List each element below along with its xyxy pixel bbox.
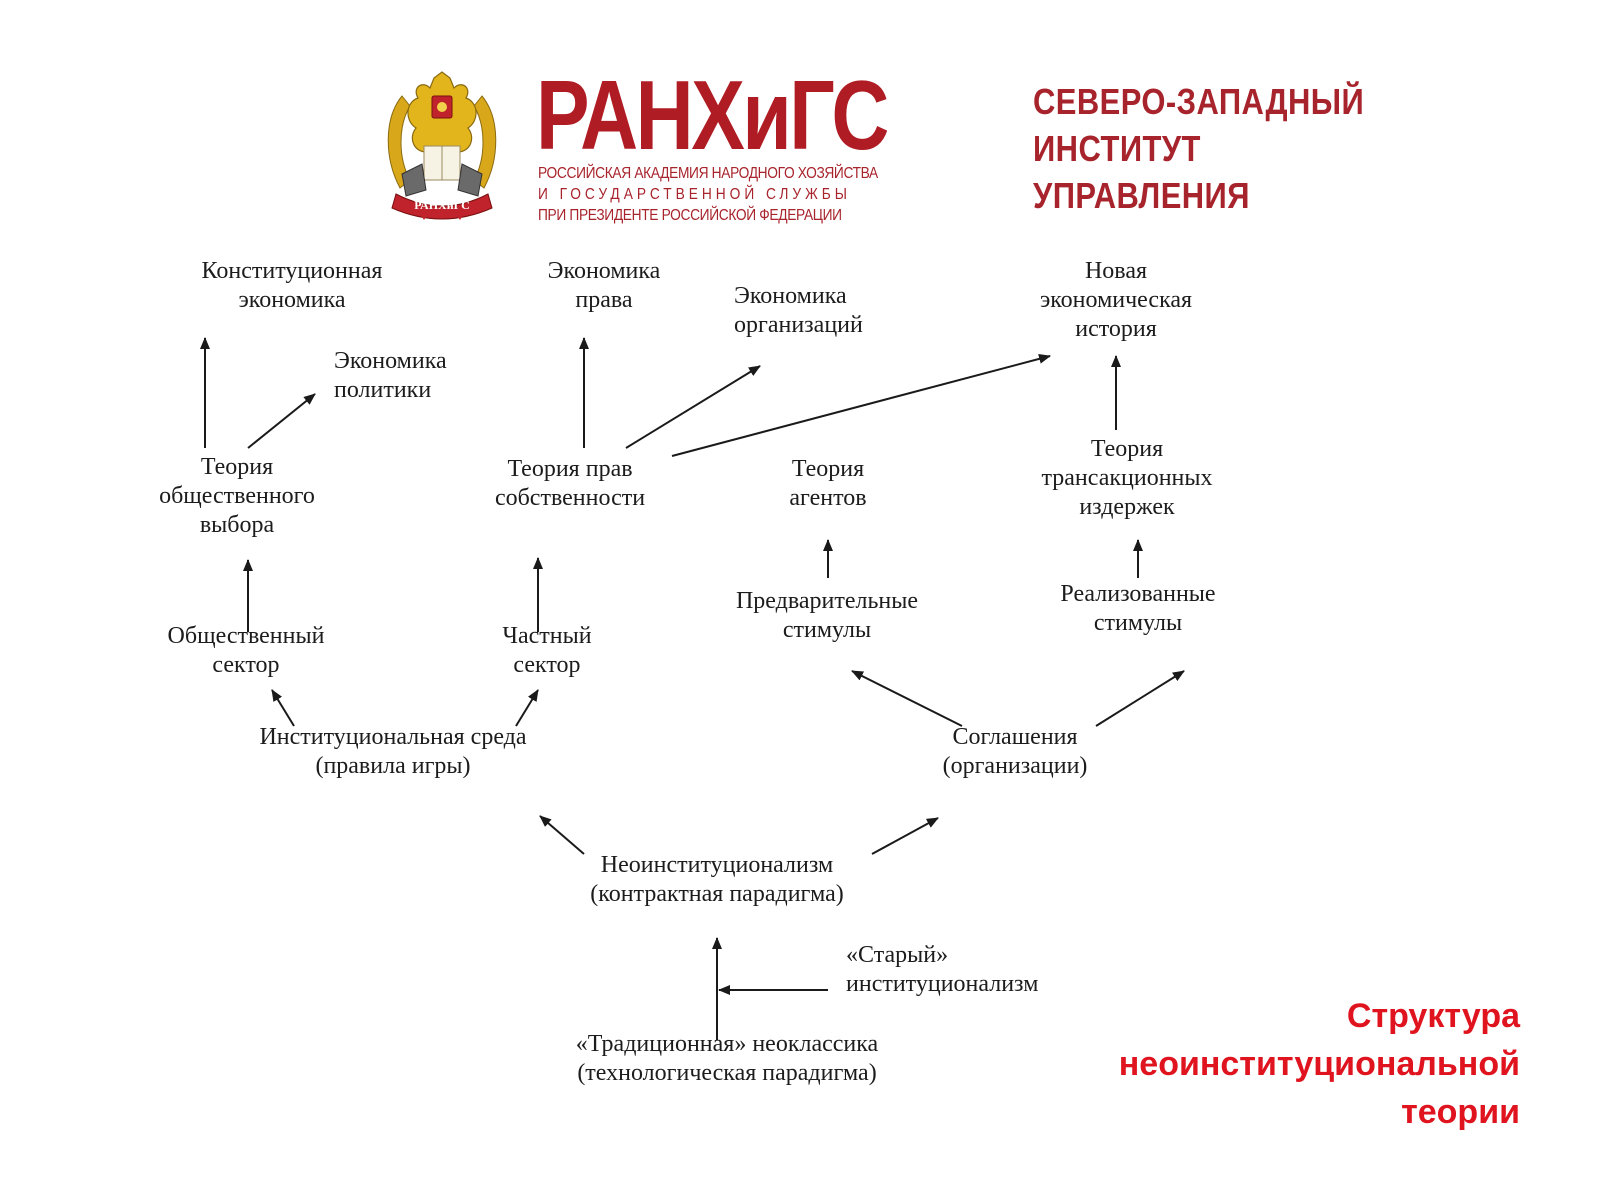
node-institutional-environment: Институциональная среда (правила игры) xyxy=(259,724,527,779)
node-agreements: Соглашения (организации) xyxy=(942,724,1088,779)
arrow-agreements-to-preliminary xyxy=(851,670,963,727)
arrow-agreements-to-realized xyxy=(1095,670,1185,727)
arrow-institutional-env-to-private-sector xyxy=(515,689,539,727)
slide-caption-line-3: теории xyxy=(1401,1093,1520,1131)
logo-subtitle-line-3: ПРИ ПРЕЗИДЕНТЕ РОССИЙСКОЙ ФЕДЕРАЦИИ xyxy=(538,207,842,224)
arrow-property-rights-to-organizations xyxy=(625,365,761,449)
emblem-ribbon-text: РАНХиГС xyxy=(414,198,470,212)
slide-caption-line-1: Структура xyxy=(1346,997,1520,1035)
node-property-rights-theory: Теория прав собственности xyxy=(494,456,646,511)
logo-subtitle-line-1: РОССИЙСКАЯ АКАДЕМИЯ НАРОДНОГО ХОЗЯЙСТВА xyxy=(538,165,878,182)
branch-name: СЕВЕРО-ЗАПАДНЫЙ ИНСТИТУТ УПРАВЛЕНИЯ xyxy=(1033,78,1364,219)
arrow-property-rights-to-history xyxy=(671,353,1051,457)
arrow-public-choice-to-politics xyxy=(247,393,316,449)
node-transaction-cost-theory: Теория трансакционных издержек xyxy=(1041,436,1213,520)
arrow-neoinst-to-institutional-env xyxy=(539,815,585,855)
node-agency-theory: Теория агентов xyxy=(789,456,867,511)
node-realized-incentives: Реализованные стимулы xyxy=(1060,581,1216,636)
node-private-sector: Частный сектор xyxy=(502,623,592,678)
node-public-sector: Общественный сектор xyxy=(167,623,325,678)
node-preliminary-incentives: Предварительные стимулы xyxy=(735,588,919,643)
logo-title: РАНХиГС xyxy=(536,60,889,170)
slide-caption: Структура неоинституциональной теории xyxy=(1119,992,1520,1136)
slide-caption-line-2: неоинституциональной xyxy=(1118,1045,1520,1083)
node-economics-of-organizations: Экономика организаций xyxy=(734,283,863,338)
arrow-neoinst-to-agreements xyxy=(871,817,939,855)
logo-subtitle-line-2: И ГОСУДАРСТВЕННОЙ СЛУЖБЫ xyxy=(538,186,851,203)
node-traditional-neoclassics: «Традиционная» неоклассика (технологичес… xyxy=(575,1031,879,1086)
node-economics-of-law: Экономика права xyxy=(547,258,661,313)
arrow-institutional-env-to-public-sector xyxy=(271,689,295,727)
node-new-economic-history: Новая экономическая история xyxy=(1039,258,1193,342)
branch-name-line-3: УПРАВЛЕНИЯ xyxy=(1033,175,1250,216)
node-neoinstitutionalism: Неоинституционализм (контрактная парадиг… xyxy=(590,852,844,907)
node-public-choice-theory: Теория общественного выбора xyxy=(159,454,315,538)
node-economics-of-politics: Экономика политики xyxy=(334,348,447,403)
emblem-icon: РАНХиГС xyxy=(387,71,497,220)
branch-name-line-2: ИНСТИТУТ xyxy=(1033,128,1201,169)
node-constitutional-economics: Конституционная экономика xyxy=(201,258,383,313)
node-old-institutionalism: «Старый» институционализм xyxy=(846,942,1039,997)
branch-name-line-1: СЕВЕРО-ЗАПАДНЫЙ xyxy=(1033,81,1365,122)
